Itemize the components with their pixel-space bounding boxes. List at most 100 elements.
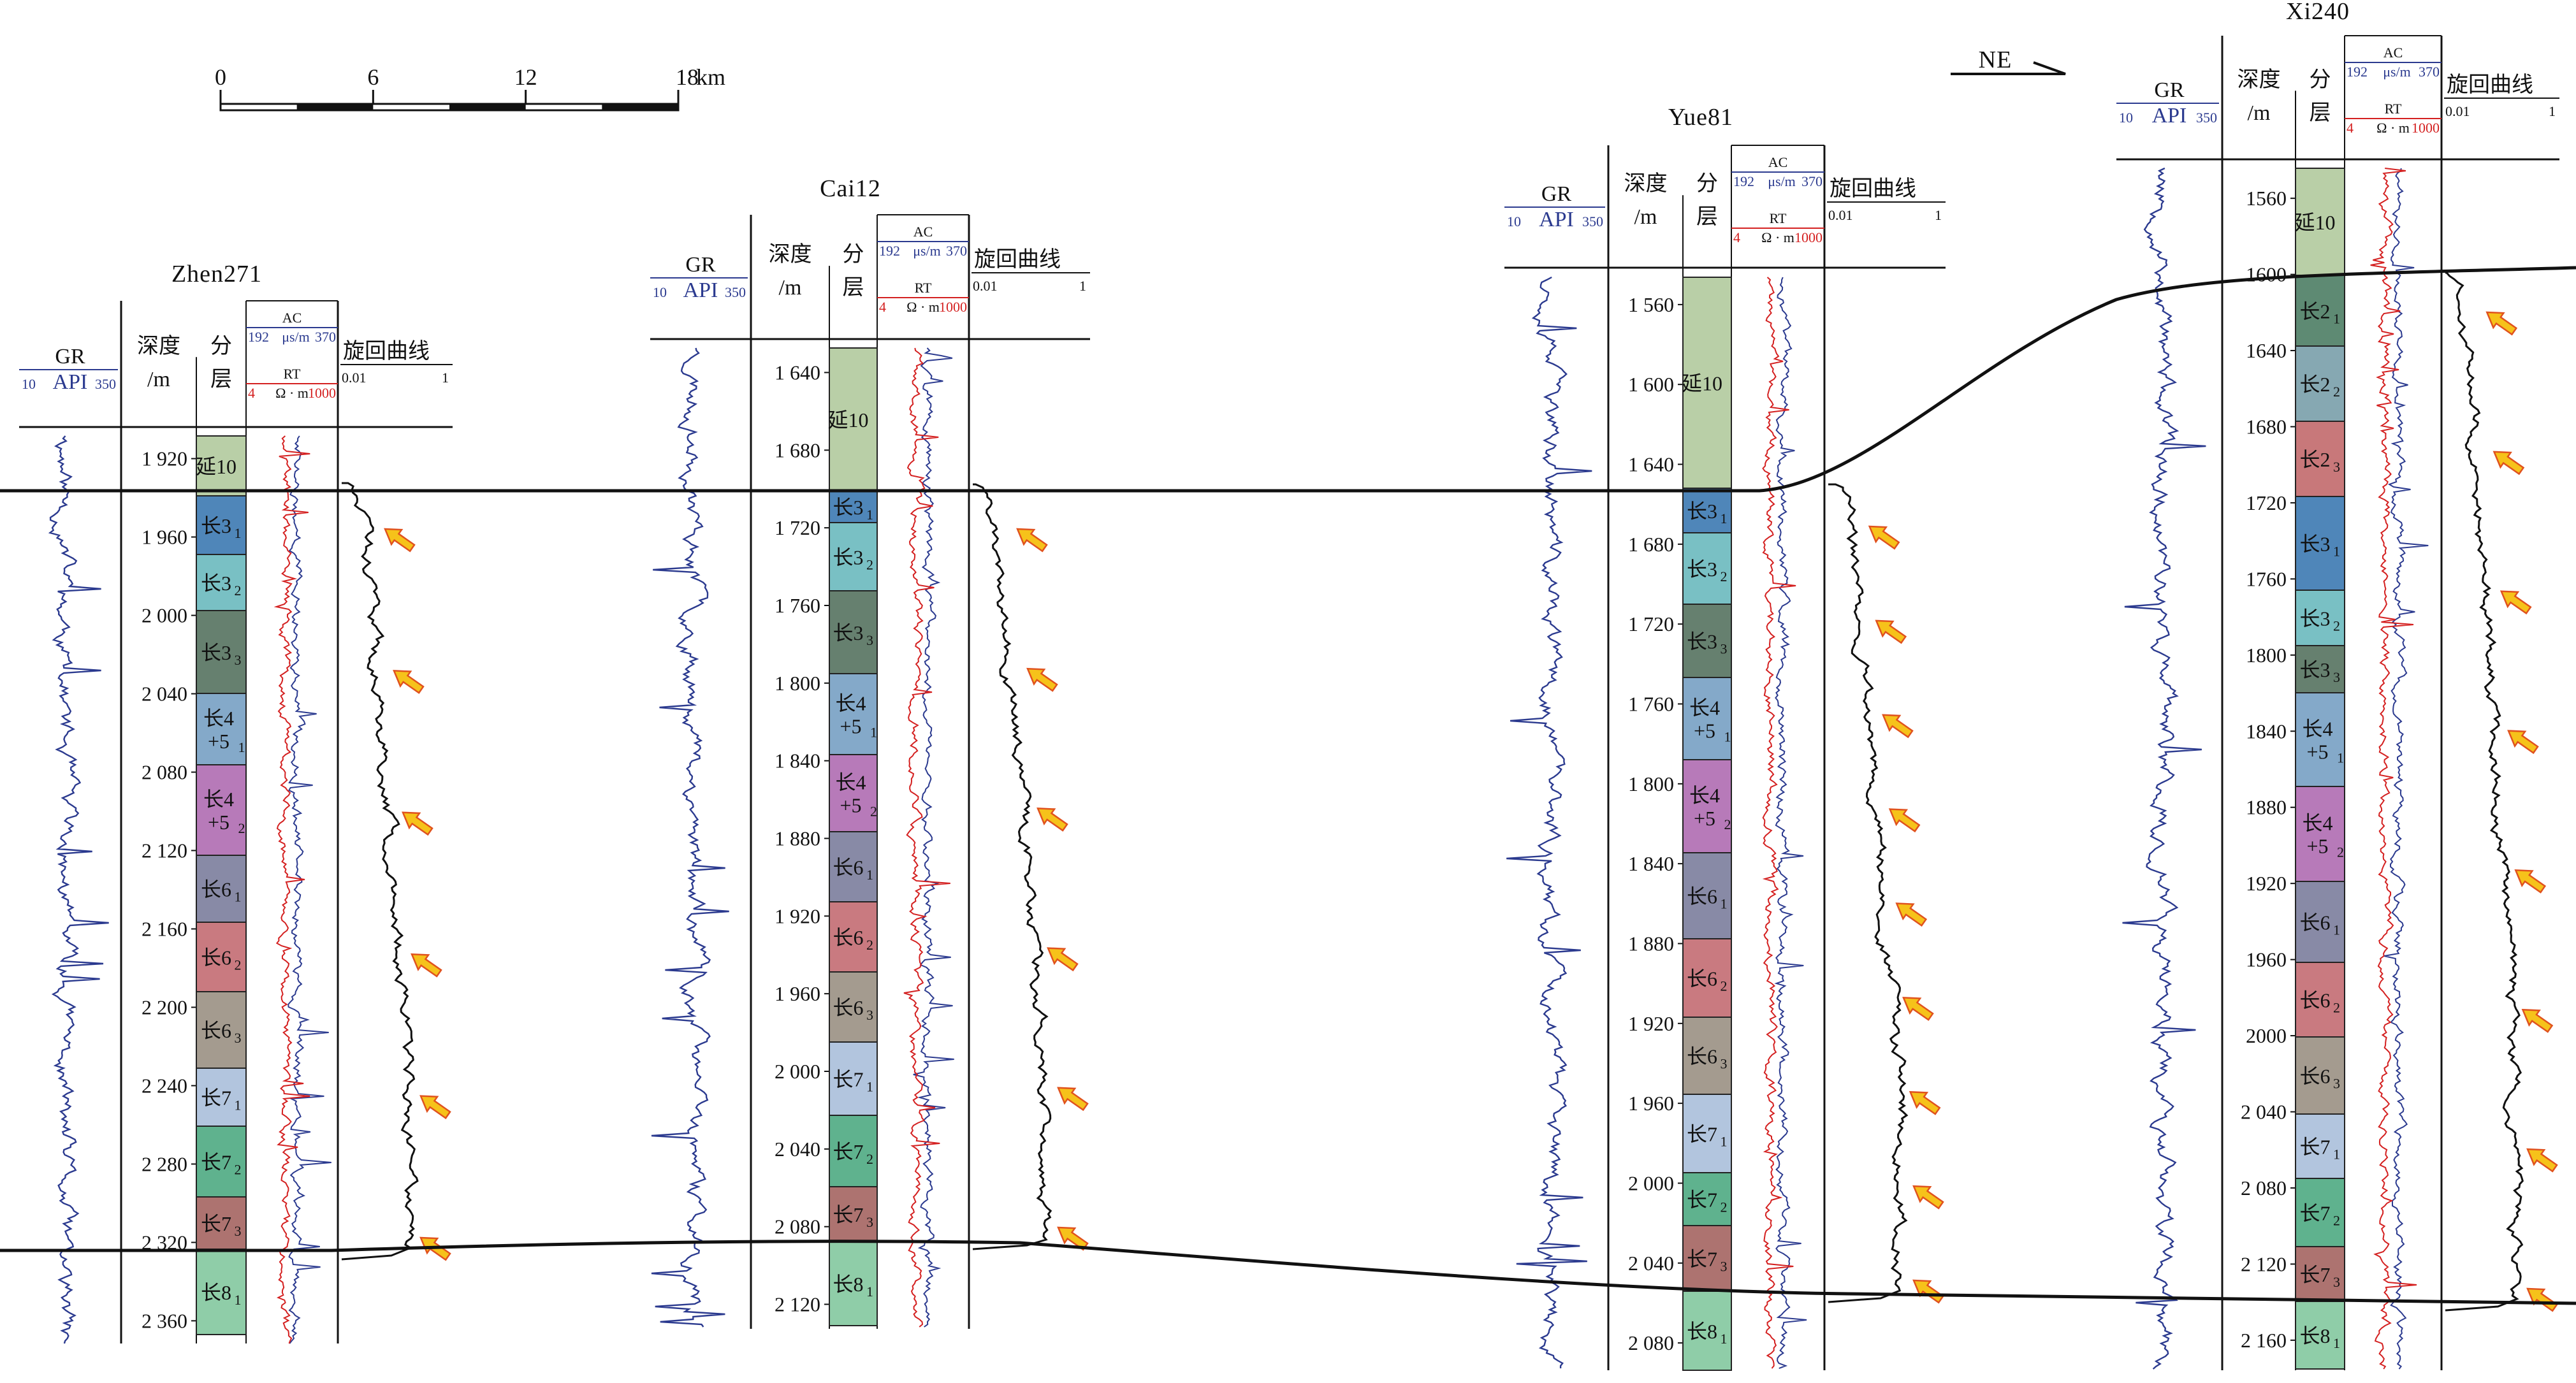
cycle-max: 1 (1079, 278, 1086, 294)
arrow-shape (1912, 1279, 1944, 1304)
depth-header: 深度 (137, 334, 180, 358)
layer-长7_1 (829, 1041, 878, 1116)
gr-min: 10 (653, 284, 667, 300)
layer-header: 分 (1696, 172, 1718, 196)
ac-header: AC (1768, 154, 1788, 170)
cycle-min: 0.01 (2445, 103, 2470, 119)
layer-label: 长7 (2299, 1136, 2330, 1159)
layer-长4+5_2 (2295, 786, 2345, 882)
layer-header: 分 (210, 335, 232, 358)
boundary-arrow-icon (1895, 902, 1928, 927)
layer-label: 长7 (1687, 1123, 1717, 1146)
depth-tick-label: 1920 (2246, 872, 2287, 895)
layer-长3_2 (2295, 590, 2345, 646)
depth-tick-label: 1 960 (1628, 1092, 1674, 1115)
depth-tick-label: 1 840 (1628, 852, 1674, 875)
depth-tick-label: 1 800 (775, 672, 820, 695)
depth-tick-label: 2 120 (775, 1293, 820, 1316)
depth-tick-label: 1 840 (775, 749, 820, 772)
arrow-shape (1016, 528, 1048, 553)
layer-label: +5 (208, 811, 229, 834)
layer-subscript: 3 (235, 1030, 242, 1046)
depth-tick-label: 2 000 (775, 1060, 820, 1083)
layer-长4+5_2 (1682, 759, 1732, 853)
boundary-arrow-icon (2514, 869, 2547, 894)
layer-label: 长4 (835, 771, 866, 794)
layer-长6_1 (196, 855, 247, 923)
layer-label: 长2 (2299, 300, 2330, 323)
layer-长4+5_1 (829, 673, 878, 755)
rt-min: 4 (2347, 120, 2354, 136)
boundary-arrow-icon (384, 528, 416, 553)
layer-label: 延10 (827, 409, 868, 431)
ac-curve (2383, 168, 2429, 1370)
well-name: Yue81 (1668, 104, 1733, 131)
layer-label: 长6 (2299, 1065, 2330, 1088)
layer-subscript: 3 (1721, 1259, 1728, 1275)
rt-header: RT (284, 366, 301, 382)
layer-长3_3 (196, 610, 247, 694)
depth-tick-label: 2 200 (142, 996, 187, 1018)
arrow-shape (2492, 451, 2525, 475)
arrow-shape (2507, 730, 2539, 755)
arrow-shape (1895, 902, 1928, 927)
layer-label: +5 (1694, 807, 1715, 830)
boundary-arrow-icon (2500, 590, 2532, 615)
depth-tick-label: 1600 (2246, 263, 2287, 286)
layer-subscript: 1 (1721, 510, 1728, 526)
layer-subscript: 1 (2333, 1335, 2340, 1351)
layer-label: 长8 (1687, 1320, 1717, 1343)
layer-label: +5 (208, 730, 229, 753)
ac-max: 370 (315, 329, 336, 345)
layer-subscript: 2 (2333, 1213, 2340, 1229)
gr-min: 10 (2119, 110, 2133, 126)
arrow-shape (411, 953, 442, 978)
gr-unit: API (683, 279, 718, 302)
layer-label: 长3 (833, 546, 863, 569)
gr-unit: API (2152, 104, 2187, 127)
depth-tick-label: 1800 (2246, 644, 2287, 667)
layer-subscript: 2 (1724, 816, 1731, 832)
ac-max: 370 (946, 243, 967, 259)
ac-header: AC (2383, 45, 2403, 61)
cycle-header: 旋回曲线 (1830, 177, 1916, 201)
layer-label: 长7 (833, 1068, 863, 1091)
gr-header: GR (2154, 78, 2185, 102)
layer-label: 长7 (833, 1140, 863, 1163)
layer-长6_1 (829, 831, 878, 902)
arrow-shape (2485, 311, 2518, 336)
gr-header: GR (1541, 182, 1572, 206)
ac-unit: μs/m (1768, 173, 1796, 189)
depth-tick-label: 2 160 (2241, 1329, 2287, 1352)
depth-tick-label: 1 920 (142, 447, 187, 470)
boundary-arrow-icon (1902, 997, 1934, 1021)
layer-label: 长6 (833, 996, 863, 1019)
layer-label: 长3 (833, 621, 863, 644)
arrow-shape (1047, 947, 1079, 972)
layer-label: 长4 (835, 692, 866, 715)
layer-subscript: 3 (2333, 1076, 2340, 1092)
arrow-shape (2526, 1148, 2558, 1173)
boundary-arrow-icon (419, 1095, 451, 1120)
boundary-arrow-icon (1057, 1087, 1089, 1111)
layer-subscript: 3 (1721, 641, 1728, 657)
layer-subscript: 3 (2333, 669, 2340, 685)
layer-长6_1 (1682, 852, 1732, 939)
ac-min: 192 (248, 329, 269, 345)
ac-unit: μs/m (913, 243, 941, 259)
layer-subscript: 2 (870, 804, 877, 820)
gr-unit: API (53, 370, 88, 394)
cycle-min: 0.01 (1828, 207, 1853, 223)
layer-label: 长6 (201, 1019, 231, 1042)
boundary-arrow-icon (411, 953, 442, 978)
depth-tick-label: 2 080 (1628, 1331, 1674, 1354)
layer-延10 (829, 347, 878, 491)
scale-bar-segment (449, 104, 526, 110)
layer-subscript: 1 (235, 889, 242, 905)
layer-长7_2 (196, 1126, 247, 1198)
depth-header: 深度 (769, 242, 812, 266)
layer-label: 长3 (201, 514, 231, 537)
ac-min: 192 (1733, 173, 1754, 189)
